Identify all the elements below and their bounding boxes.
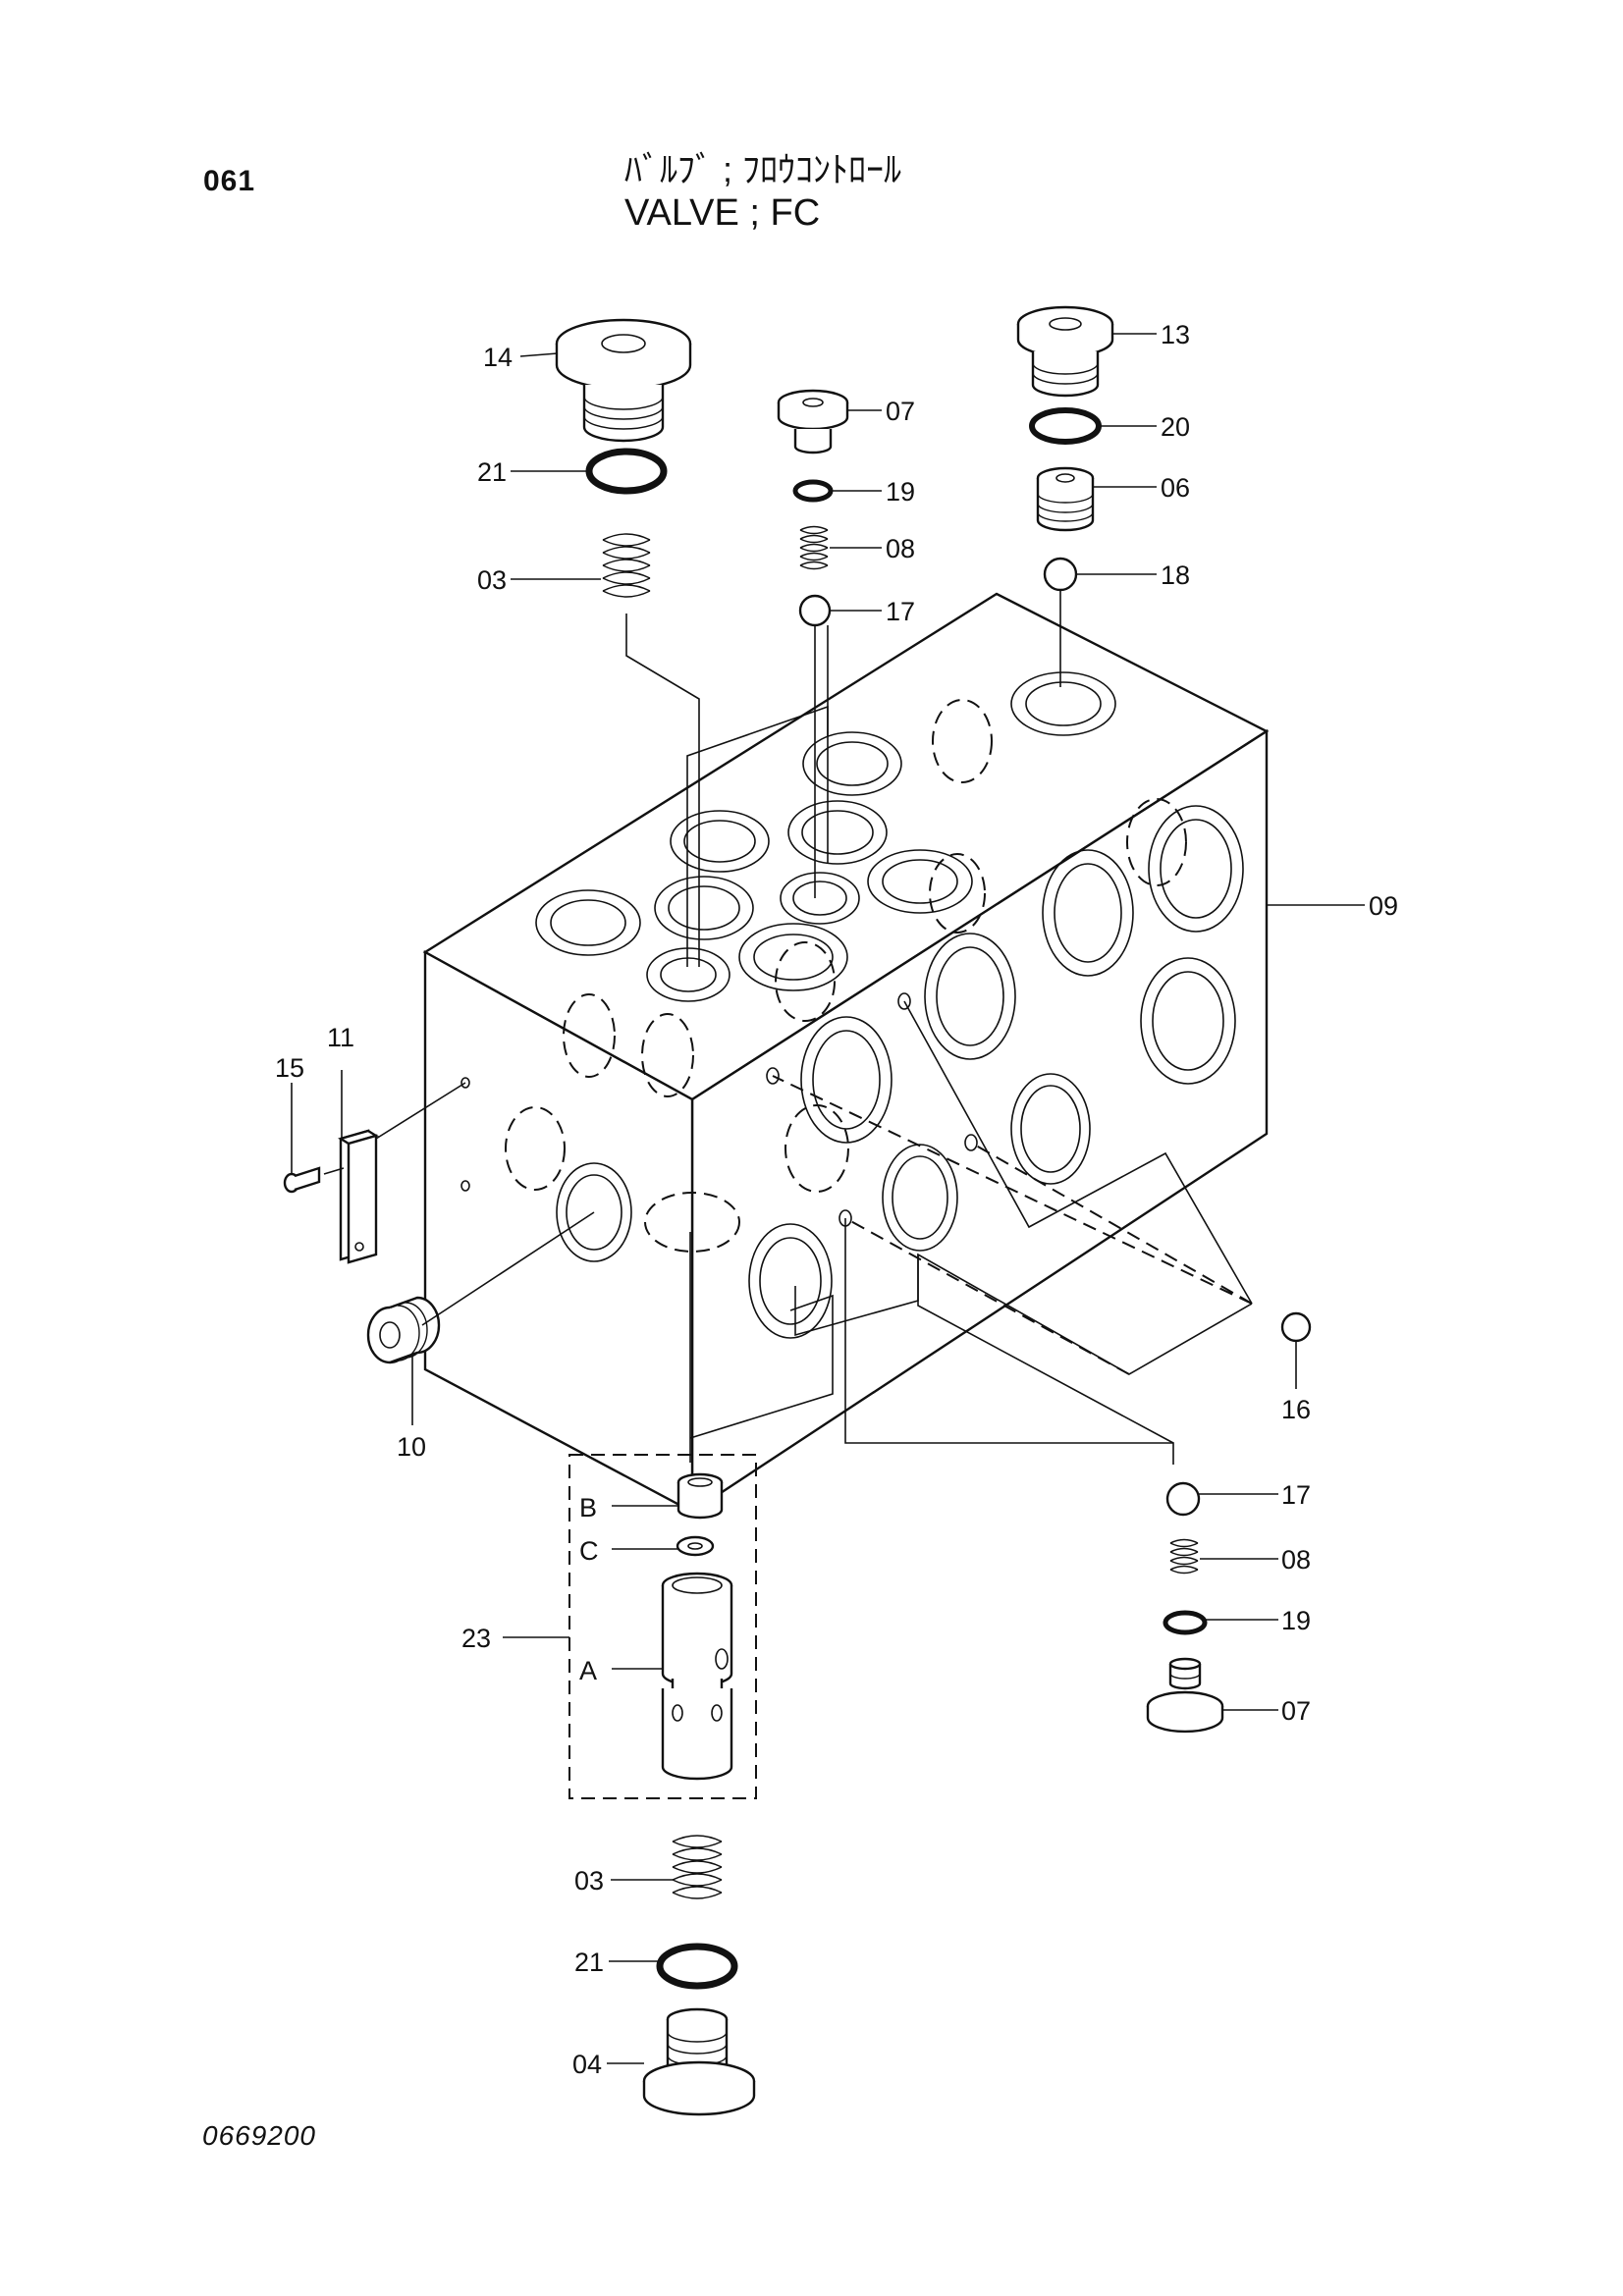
screw-15 [283, 1166, 321, 1194]
leader-03-cross [686, 705, 829, 967]
plug-14 [555, 318, 692, 443]
callout-04: 04 [572, 2050, 602, 2079]
plug-04 [642, 2007, 756, 2116]
callout-19-lower: 19 [1281, 1606, 1311, 1635]
plug-13 [1016, 305, 1114, 398]
spring-03-lower [672, 1835, 723, 1899]
callout-labels: 14 21 03 07 19 08 17 13 20 06 18 09 11 1… [275, 320, 1398, 2079]
callout-17-lower: 17 [1281, 1480, 1311, 1510]
callout-17-upper: 17 [886, 597, 915, 626]
plug-07-lower [1146, 1657, 1224, 1734]
ball-16 [1280, 1311, 1312, 1343]
callout-A: A [579, 1656, 597, 1685]
callout-03-lower: 03 [574, 1866, 604, 1896]
part-B-bushing [676, 1472, 724, 1520]
callout-18: 18 [1161, 561, 1190, 590]
o-ring-20 [1029, 407, 1102, 445]
spring-03-upper [602, 533, 651, 598]
callout-21-lower: 21 [574, 1948, 604, 1977]
cover-plate-11 [338, 1129, 379, 1264]
callout-21-upper: 21 [477, 457, 507, 487]
part-A-spool [661, 1572, 733, 1781]
plug-10 [366, 1296, 441, 1364]
title-english: VALVE ; FC [624, 192, 821, 234]
o-ring-19-upper [792, 479, 834, 503]
leader-16-a [903, 1000, 1253, 1305]
page-number: 061 [203, 165, 256, 197]
callout-B: B [579, 1493, 597, 1522]
leader-10 [421, 1211, 595, 1326]
callout-09: 09 [1369, 891, 1398, 921]
valve-block [422, 592, 1270, 1515]
ball-17-upper [798, 594, 832, 627]
o-ring-21-upper [585, 448, 668, 495]
ball-17-lower [1165, 1481, 1201, 1517]
part-C-washer [676, 1535, 715, 1557]
callout-16: 16 [1281, 1395, 1311, 1424]
callout-07-lower: 07 [1281, 1696, 1311, 1726]
plug-07-upper [777, 389, 849, 454]
callout-15: 15 [275, 1053, 304, 1083]
spring-08-upper [799, 525, 829, 570]
callout-10: 10 [397, 1432, 426, 1462]
callout-11: 11 [327, 1023, 354, 1052]
o-ring-21-lower [656, 1943, 738, 1990]
assembly-23-box [568, 1454, 757, 1799]
leader-15-11 [323, 1082, 466, 1175]
leader-stack-07-upper [814, 625, 829, 898]
leader-03-upper [625, 614, 700, 967]
title-japanese: ﾊﾞﾙﾌﾞ ; ﾌﾛｳｺﾝﾄﾛｰﾙ [624, 149, 902, 189]
callout-08-upper: 08 [886, 534, 915, 563]
callout-19-upper: 19 [886, 477, 915, 507]
leader-assembly-b [689, 1294, 834, 1439]
callout-06: 06 [1161, 473, 1190, 503]
callout-13: 13 [1161, 320, 1190, 349]
callout-C: C [579, 1536, 599, 1566]
leader-17-lower [844, 1218, 1174, 1465]
callout-08-lower: 08 [1281, 1545, 1311, 1575]
callout-07-upper: 07 [886, 397, 915, 426]
plug-06 [1036, 466, 1095, 532]
callout-03-upper: 03 [477, 565, 507, 595]
callout-leaders [291, 333, 1365, 2064]
o-ring-19-lower [1163, 1610, 1208, 1635]
leader-17-dashed [844, 1217, 1130, 1375]
spring-08-lower [1169, 1538, 1199, 1575]
callout-20: 20 [1161, 412, 1190, 442]
callout-14: 14 [483, 343, 513, 372]
leader-16-dashed [772, 1075, 1253, 1305]
ball-18 [1043, 557, 1078, 592]
callout-23: 23 [461, 1624, 491, 1653]
drawing-number: 0669200 [202, 2120, 317, 2151]
leader-17-route [917, 1255, 1174, 1444]
